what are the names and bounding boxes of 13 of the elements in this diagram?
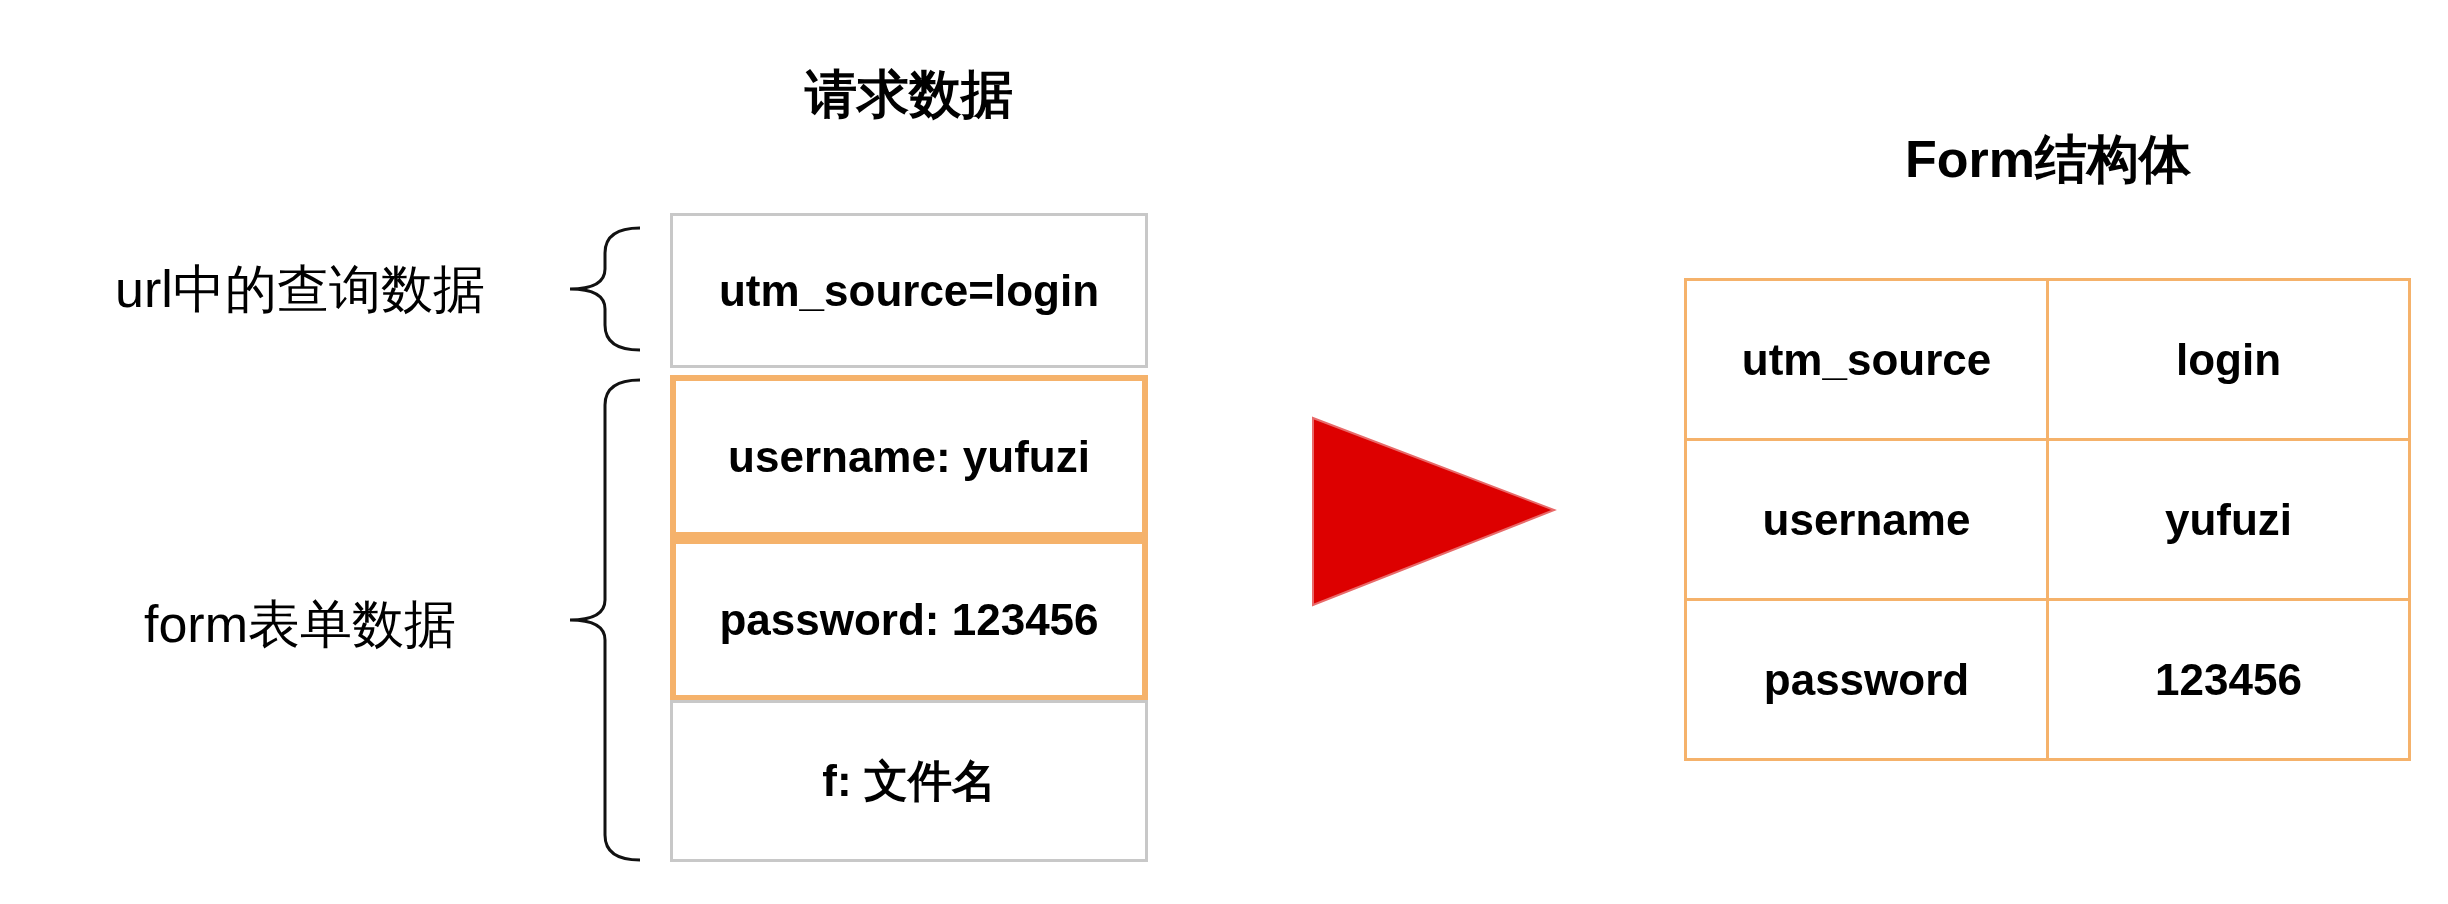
table-cell: 123456 [2046, 598, 2411, 761]
table-cell: password [1684, 598, 2049, 761]
brace-label: url中的查询数据 [115, 259, 485, 320]
table-cell: utm_source [1684, 278, 2049, 441]
highlighted-row-box: username: yufuzi [670, 375, 1148, 538]
row-box: f: 文件名 [670, 700, 1148, 862]
heading: 请求数据 [805, 64, 1013, 125]
brace-label: form表单数据 [144, 594, 456, 655]
row-box: utm_source=login [670, 213, 1148, 368]
table-cell: login [2046, 278, 2411, 441]
triangle-arrow [1312, 416, 1557, 607]
heading: Form结构体 [1905, 129, 2191, 190]
highlighted-row-box: password: 123456 [670, 538, 1148, 701]
